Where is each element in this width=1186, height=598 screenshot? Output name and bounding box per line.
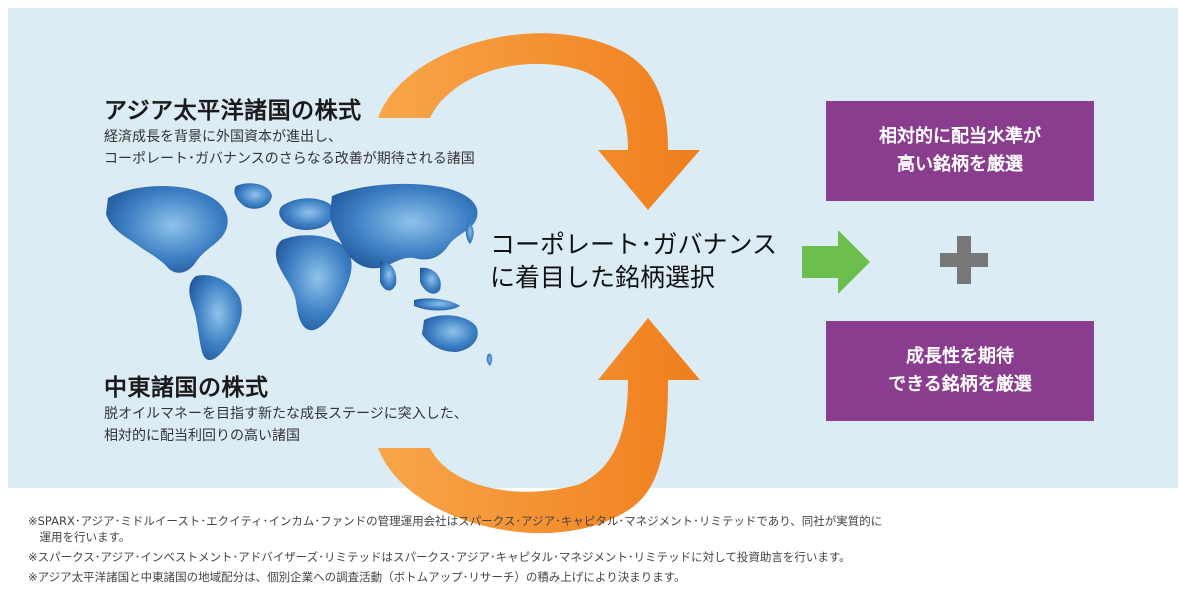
asia-desc-line: 経済成長を背景に外国資本が進出し、 <box>104 129 342 145</box>
plus-icon <box>940 236 988 284</box>
center-label: コーポレート･ガバナンス に着目した銘柄選択 <box>490 228 777 294</box>
center-label-line: に着目した銘柄選択 <box>490 263 716 292</box>
asia-region-description: 経済成長を背景に外国資本が進出し、 コーポレート･ガバナンスのさらなる改善が期待… <box>104 126 475 170</box>
middle-east-region-description: 脱オイルマネーを目指す新たな成長ステージに突入した、 相対的に配当利回りの高い諸… <box>104 403 468 447</box>
footnote: ※SPARX･アジア･ミドルイースト･エクイティ･インカム･ファンドの管理運用会… <box>28 514 883 528</box>
footnote: ※アジア太平洋諸国と中東諸国の地域配分は、個別企業への調査活動（ボトムアップ･リ… <box>28 570 686 584</box>
center-label-line: コーポレート･ガバナンス <box>490 230 778 259</box>
world-map-icon <box>106 183 493 366</box>
asia-desc-line: コーポレート･ガバナンスのさらなる改善が期待される諸国 <box>104 151 475 167</box>
orange-curved-arrow-icon <box>378 33 700 210</box>
middle-east-region-title: 中東諸国の株式 <box>104 375 269 401</box>
selection-box-growth: 成長性を期待 できる銘柄を厳選 <box>826 321 1094 421</box>
selection-box-high-dividend: 相対的に配当水準が 高い銘柄を厳選 <box>826 101 1094 201</box>
selection-box-line: 相対的に配当水準が <box>879 126 1041 147</box>
middle-east-desc-line: 相対的に配当利回りの高い諸国 <box>104 428 300 444</box>
footnote: ※スパークス･アジア･インベストメント･アドバイザーズ･リミテッドはスパークス･… <box>28 550 851 564</box>
selection-box-line: できる銘柄を厳選 <box>888 374 1032 395</box>
selection-box-line: 成長性を期待 <box>905 346 1014 367</box>
asia-region-title: アジア太平洋諸国の株式 <box>104 98 362 124</box>
orange-curved-arrow-icon <box>378 318 700 534</box>
middle-east-desc-line: 脱オイルマネーを目指す新たな成長ステージに突入した、 <box>104 406 468 422</box>
green-arrow-icon <box>802 230 870 294</box>
footnote: 運用を行います。 <box>28 530 131 544</box>
selection-box-line: 高い銘柄を厳選 <box>897 154 1023 175</box>
